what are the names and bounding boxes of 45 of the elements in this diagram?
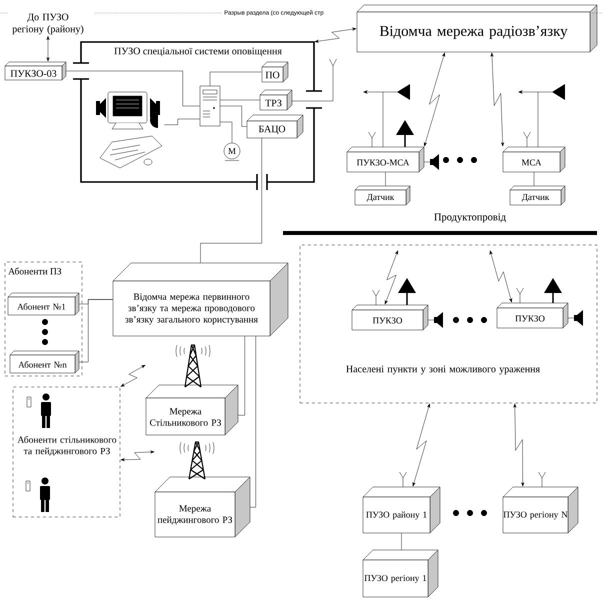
workstation-drawing (96, 92, 162, 168)
connection-line (220, 106, 247, 127)
radio-link-arrow (120, 450, 154, 462)
radio-link-arrow (314, 28, 356, 43)
device-box: Абонент №n (10, 350, 80, 374)
connection-line (66, 70, 200, 106)
group-frame: Абоненти стільникового та пейджингового РЗ (12, 386, 120, 518)
device-box: Відомча мережа первинного зв’язку та мережа проводового зв’язку загального користування (112, 262, 288, 336)
device-box: ПУКЗО-МСА (346, 146, 424, 172)
device-box: ПО (262, 62, 288, 82)
device-box: ПУЗО району 1 (362, 486, 440, 534)
connection-line (210, 72, 262, 86)
connection-line (220, 122, 232, 143)
device-box: ПУКЗО-03 (4, 62, 66, 80)
radio-link-arrow (490, 250, 512, 302)
connection-line (164, 118, 200, 125)
radio-link-arrow (513, 404, 524, 486)
device-box: Датчик (354, 186, 410, 206)
device-box: МСА (502, 146, 566, 172)
computer-icon (200, 86, 220, 126)
connection-line (238, 336, 245, 416)
pipeline-label: Продуктопровід (434, 213, 506, 223)
device-box: БАЦО (246, 114, 304, 138)
device-box: ТРЗ (260, 90, 292, 110)
destination-label: До ПУЗО регіону (району) (12, 14, 84, 34)
device-box: Абонент №1 (8, 292, 80, 316)
device-box: ПУКЗО (496, 302, 568, 328)
radio-link-arrow (412, 404, 430, 486)
arrow (46, 36, 50, 62)
device-box: Датчик (510, 186, 566, 206)
connection-line (200, 138, 262, 263)
connection-line (250, 336, 256, 508)
radio-link-arrow (384, 250, 398, 304)
network-box: Мережа Стільникового РЗ (146, 344, 238, 436)
device-box: ПУЗО регіону 1 (362, 550, 438, 598)
connection-line (401, 533, 402, 550)
radio-link-arrow (120, 364, 146, 387)
device-box: ПУКЗО (352, 304, 428, 330)
radio-link-arrow (424, 52, 446, 146)
device-box: Відомча мережа радіозв’язку (356, 4, 598, 52)
network-box: Мережа пейджингового РЗ (154, 441, 250, 538)
radio-link-arrow (490, 52, 504, 146)
device-box: ПУЗО регіону N (502, 486, 578, 534)
connection-line (79, 299, 113, 362)
connection-line (385, 172, 386, 186)
